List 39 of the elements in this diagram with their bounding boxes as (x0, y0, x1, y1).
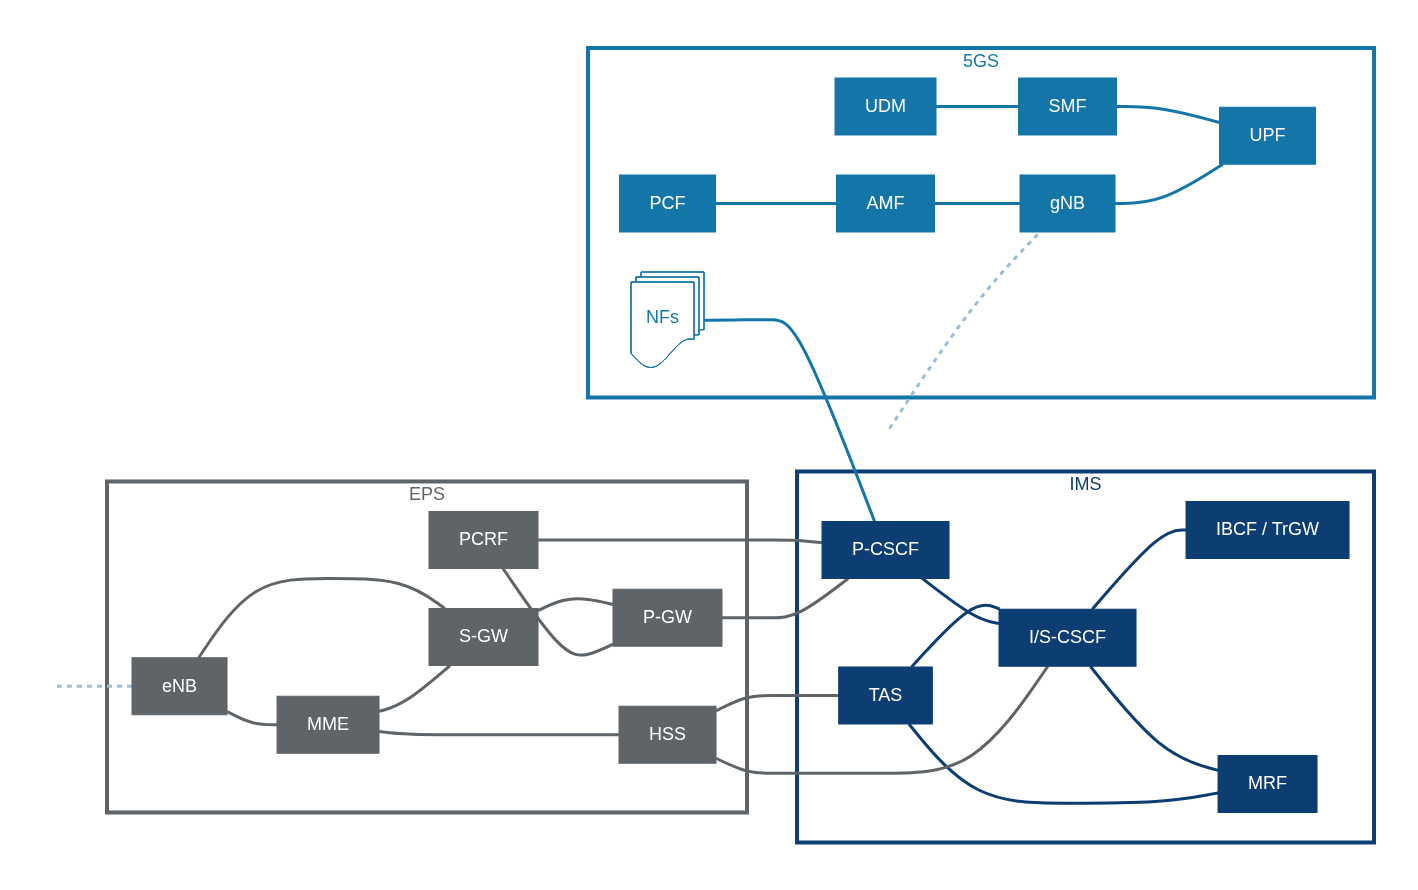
connector (379, 729, 620, 736)
connector (197, 576, 447, 659)
node-box: I/S-CSCF (999, 608, 1137, 667)
connector (1115, 162, 1224, 205)
connector (715, 665, 1050, 775)
node-box: IBCF / TrGW (1186, 500, 1350, 559)
connector (908, 722, 1219, 805)
node-box: MME (277, 695, 380, 754)
node-box: HSS (619, 705, 717, 764)
node-box: PCF (619, 174, 717, 233)
connector (226, 709, 278, 726)
connector (722, 577, 850, 619)
connector (1117, 104, 1221, 124)
connector (1089, 665, 1219, 772)
connector (935, 201, 1021, 205)
connector (379, 664, 452, 713)
node-box: gNB (1020, 174, 1116, 233)
connector (921, 577, 1000, 625)
connector (910, 603, 1001, 668)
connector (537, 597, 614, 612)
connector (715, 693, 840, 712)
node-box: PCRF (429, 510, 539, 569)
connector (1091, 528, 1187, 610)
node-box: UPF (1219, 106, 1317, 165)
node-box: UDM (835, 77, 937, 136)
connector (936, 104, 1019, 108)
connector (57, 684, 133, 688)
node-box: P-GW (613, 588, 723, 647)
connector (705, 318, 877, 522)
node-box: SMF (1018, 77, 1118, 136)
node-box: AMF (836, 174, 936, 233)
node-box: S-GW (429, 607, 539, 666)
node-box: eNB (132, 657, 228, 715)
node-box: MRF (1218, 754, 1318, 813)
connector (716, 201, 837, 205)
node-box: TAS (838, 666, 934, 725)
connector (538, 538, 823, 545)
node-box: P-CSCF (822, 520, 950, 579)
connector (502, 567, 615, 657)
